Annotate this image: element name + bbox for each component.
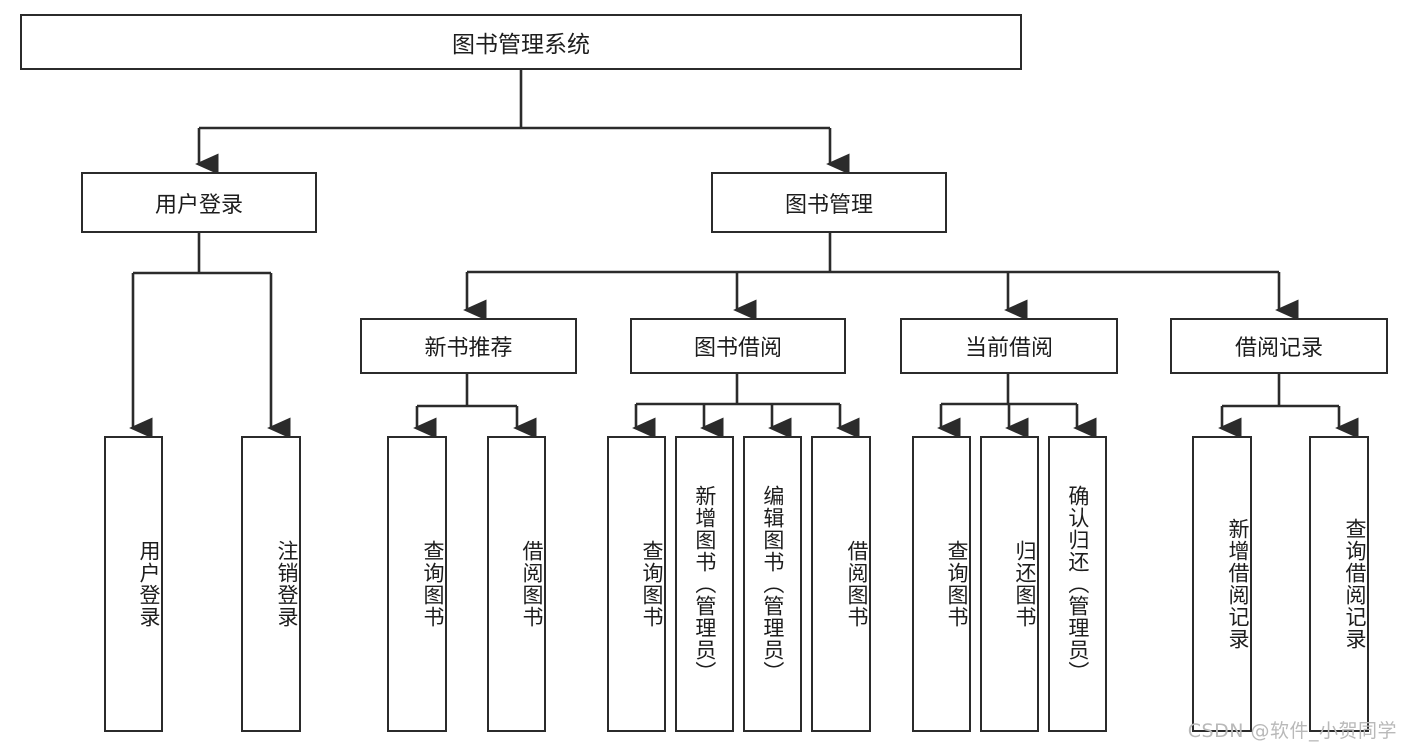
watermark: CSDN @软件_小贺同学 [1187,720,1397,742]
node-leaf-borrow-books-borrowing[interactable]: 借阅图书 [811,436,871,732]
node-leaf-query-borrow-record[interactable]: 查询借阅记录 [1309,436,1369,732]
node-leaf-return-books[interactable]: 归还图书 [980,436,1039,732]
node-leaf-add-borrow-record[interactable]: 新增借阅记录 [1192,436,1252,732]
node-leaf-edit-book-admin[interactable]: 编辑图书（管理员） [743,436,802,732]
node-label: 编辑图书（管理员） [760,485,785,683]
node-leaf-query-books-borrowing[interactable]: 查询图书 [607,436,666,732]
node-book-borrowing[interactable]: 图书借阅 [630,318,846,374]
node-label: 当前借阅 [964,336,1053,361]
node-label: 注销登录 [275,540,299,628]
node-label: 用户登录 [154,192,243,218]
node-label: 图书管理系统 [452,32,590,58]
node-label: 新增图书（管理员） [692,485,717,683]
node-root-book-management-system[interactable]: 图书管理系统 [20,14,1022,70]
node-leaf-add-book-admin[interactable]: 新增图书（管理员） [675,436,734,732]
node-label: 查询图书 [945,540,969,628]
node-label: 借阅记录 [1234,336,1323,361]
node-label: 查询图书 [640,540,664,628]
node-label: 新书推荐 [424,336,513,361]
node-new-book-recommendation[interactable]: 新书推荐 [360,318,577,374]
node-label: 确认归还（管理员） [1065,485,1090,683]
node-borrowing-record[interactable]: 借阅记录 [1170,318,1388,374]
node-label: 借阅图书 [845,540,869,628]
node-label: 图书借阅 [693,336,782,361]
node-leaf-user-login[interactable]: 用户登录 [104,436,163,732]
node-current-borrowing[interactable]: 当前借阅 [900,318,1118,374]
node-label: 归还图书 [1013,540,1037,628]
node-label: 用户登录 [137,540,161,628]
node-label: 查询图书 [421,540,445,628]
node-label: 查询借阅记录 [1343,518,1367,650]
node-leaf-logout[interactable]: 注销登录 [241,436,301,732]
node-leaf-query-books-recommendation[interactable]: 查询图书 [387,436,447,732]
node-leaf-borrow-books-recommendation[interactable]: 借阅图书 [487,436,546,732]
node-user-login[interactable]: 用户登录 [81,172,317,233]
node-leaf-query-books-current[interactable]: 查询图书 [912,436,971,732]
node-book-management[interactable]: 图书管理 [711,172,947,233]
node-leaf-confirm-return-admin[interactable]: 确认归还（管理员） [1048,436,1107,732]
node-label: 借阅图书 [520,540,544,628]
node-label: 图书管理 [784,192,873,218]
node-label: 新增借阅记录 [1226,518,1250,650]
